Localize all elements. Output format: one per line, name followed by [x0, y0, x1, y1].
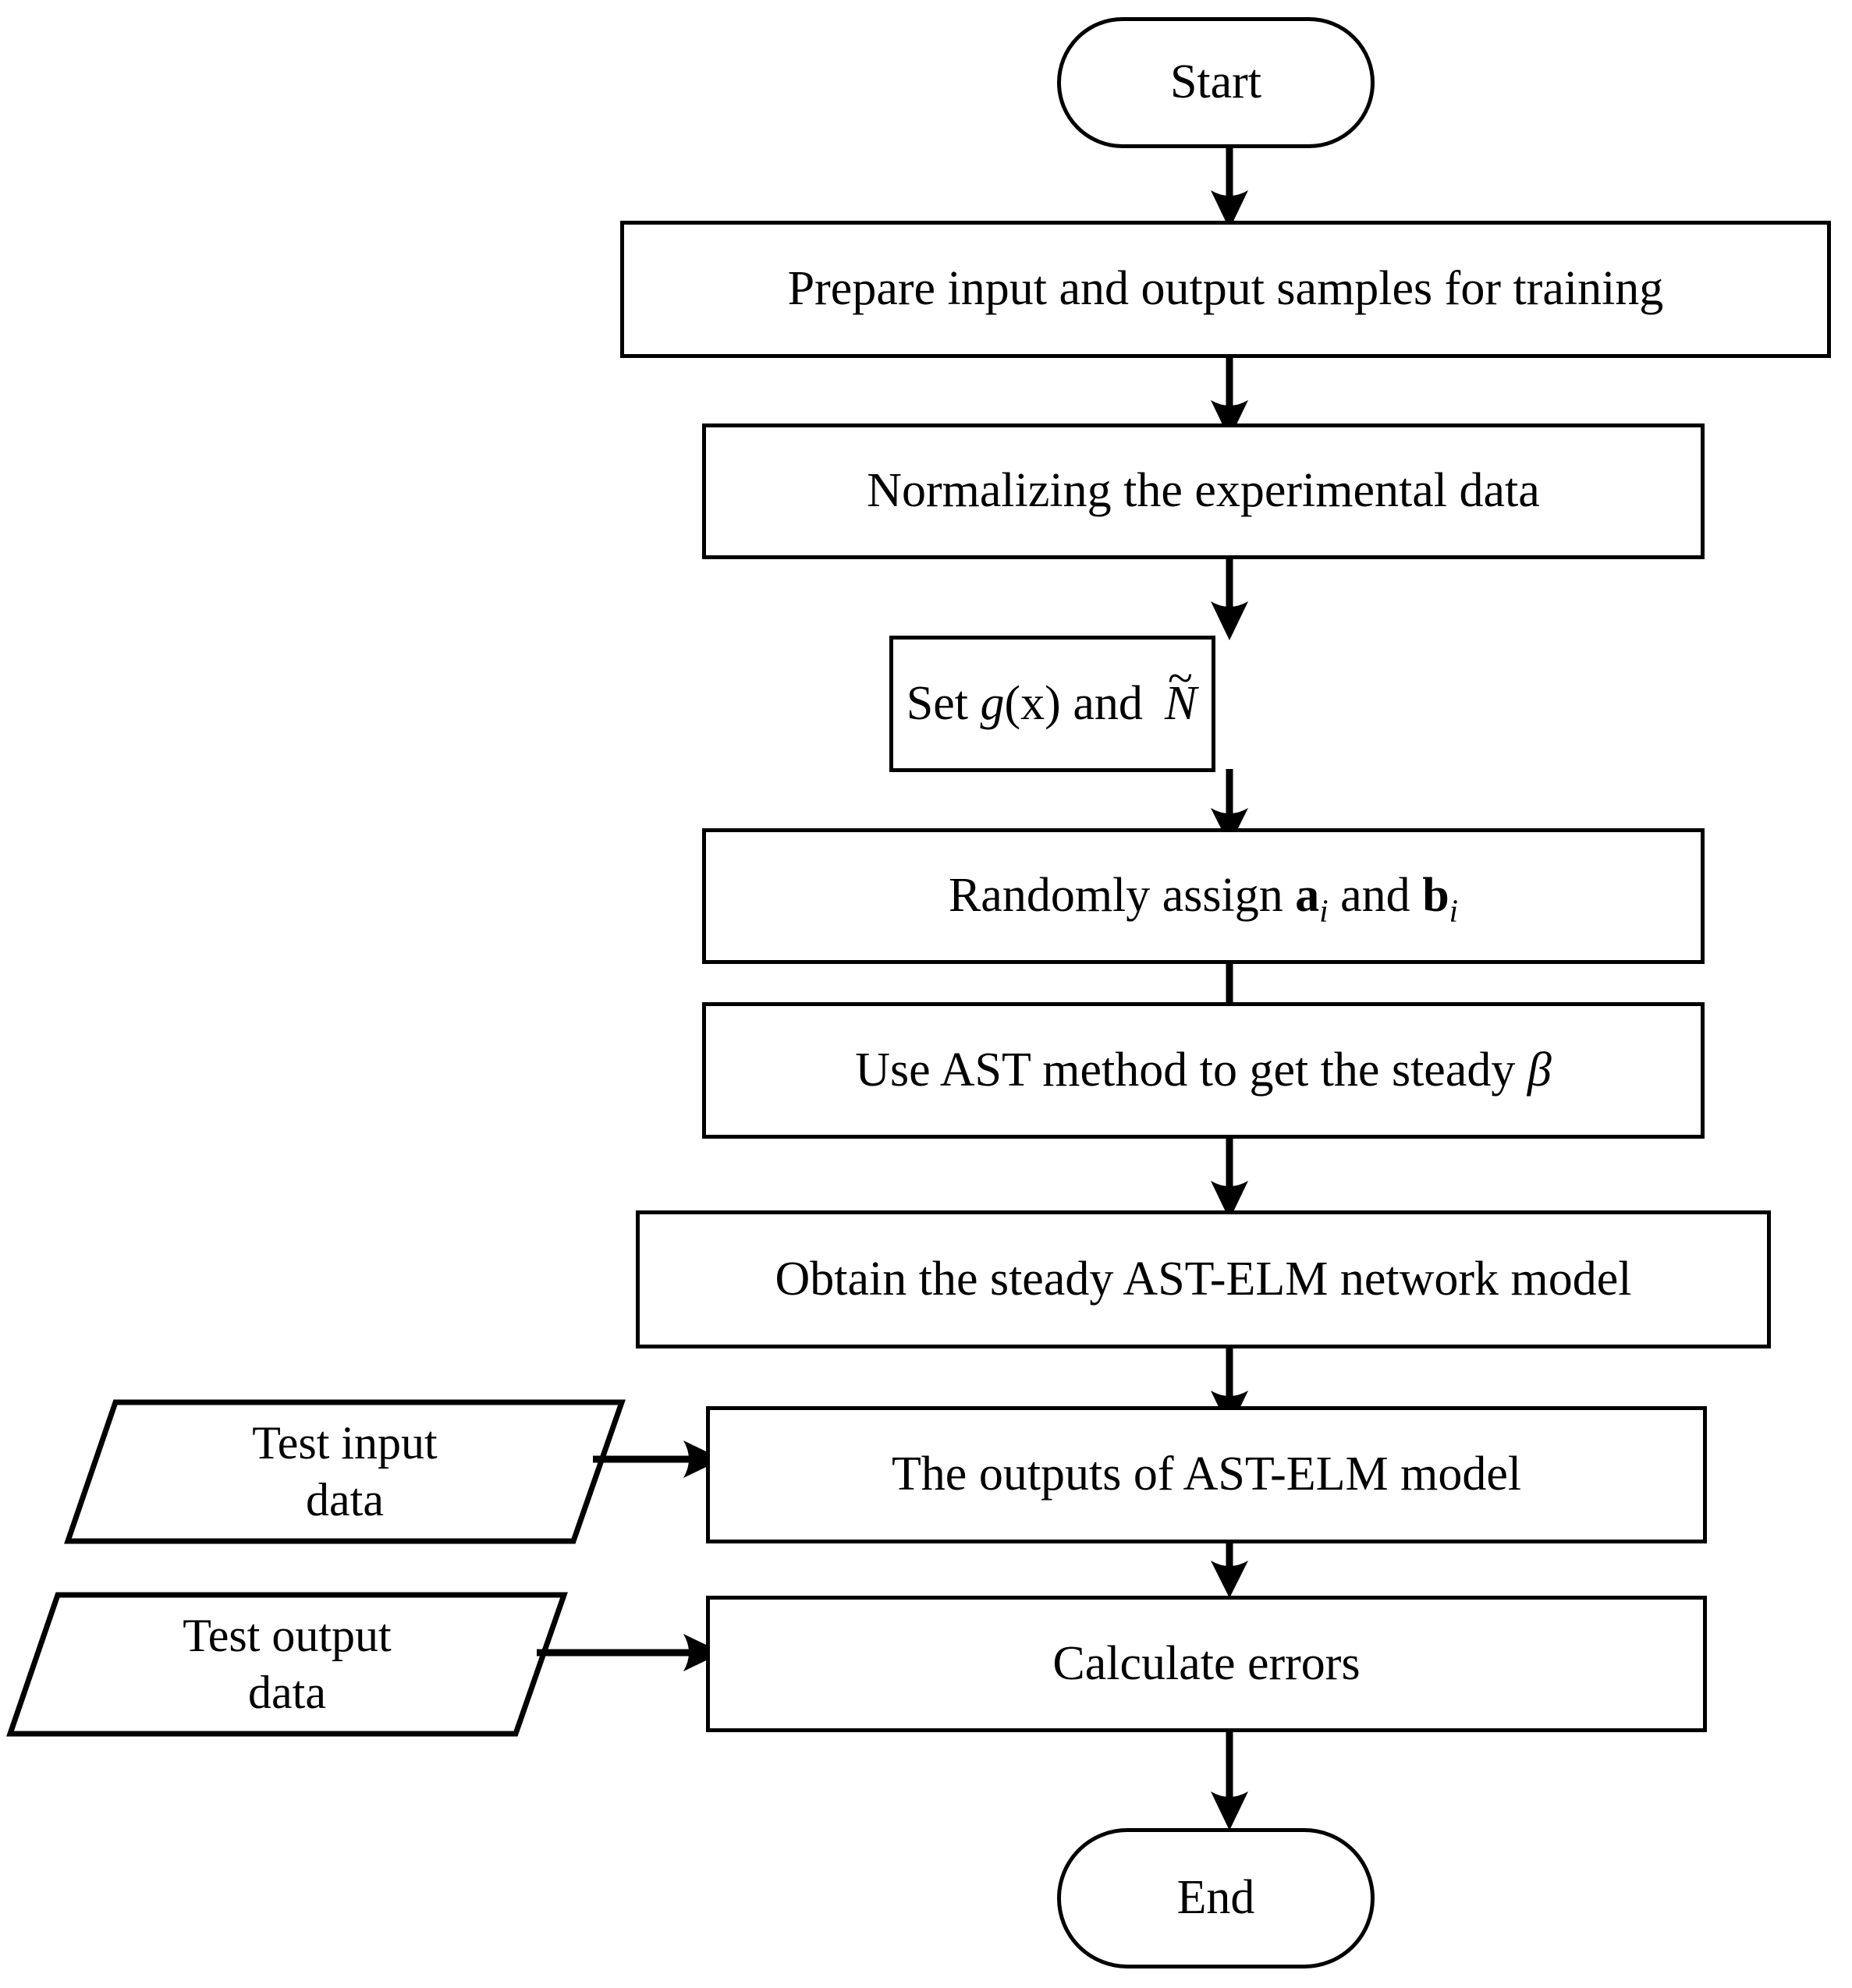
connector-prepare-to-normalize [1211, 355, 1248, 439]
vector-b: b [1422, 869, 1449, 923]
node-obtain-steady-model[interactable]: Obtain the steady AST-ELM network model [636, 1210, 1771, 1348]
parallelogram-shape-output [6, 1592, 568, 1737]
connector-start-to-prepare [1211, 145, 1248, 229]
node-test-input-data-label: Test input data [252, 1416, 438, 1526]
set-arg-x: (x) and [1004, 676, 1143, 730]
node-calculate-errors[interactable]: Calculate errors [706, 1596, 1707, 1732]
assign-prefix: Randomly assign [948, 869, 1296, 923]
connector-test-input-to-outputs [593, 1441, 722, 1478]
node-set-activation-and-hidden-nodes[interactable]: Set g(x) and ~N [889, 636, 1215, 772]
node-test-output-data[interactable]: Test output data [6, 1591, 568, 1738]
node-randomly-assign-weights[interactable]: Randomly assign ai and bi [702, 828, 1705, 964]
node-randomly-assign-label: Randomly assign ai and bi [948, 869, 1458, 927]
node-obtain-steady-model-label: Obtain the steady AST-ELM network model [775, 1252, 1632, 1306]
node-set-activation-label: Set g(x) and ~N [906, 653, 1198, 731]
vector-a-subscript: i [1319, 893, 1329, 929]
connector-set-params-to-assign [1211, 769, 1248, 845]
parallelogram-shape-input [64, 1399, 626, 1544]
node-outputs-of-model-label: The outputs of AST-ELM model [891, 1448, 1522, 1501]
connector-test-output-to-calc-errors [537, 1634, 722, 1671]
connector-outputs-to-calc-errors [1211, 1540, 1248, 1598]
set-prefix: Set [906, 676, 981, 730]
assign-conjunction: and [1328, 869, 1423, 923]
node-use-ast-method[interactable]: Use AST method to get the steady β [702, 1002, 1705, 1139]
set-hidden-node-count: ~N [1163, 653, 1198, 731]
node-calculate-errors-label: Calculate errors [1052, 1636, 1361, 1690]
vector-a: a [1295, 869, 1320, 923]
node-use-ast-method-label: Use AST method to get the steady β [855, 1044, 1551, 1097]
variable-n: N [1164, 676, 1197, 730]
connector-ast-to-obtain-model [1211, 1136, 1248, 1220]
connector-normalize-to-set-params [1211, 556, 1248, 640]
node-outputs-of-model[interactable]: The outputs of AST-ELM model [706, 1406, 1707, 1543]
node-test-input-data[interactable]: Test input data [64, 1398, 626, 1545]
node-normalize-data[interactable]: Normalizing the experimental data [702, 423, 1705, 559]
vector-b-subscript: i [1449, 893, 1459, 929]
set-function-g: g [980, 676, 1005, 730]
node-normalize-data-label: Normalizing the experimental data [867, 464, 1540, 518]
node-prepare-samples[interactable]: Prepare input and output samples for tra… [620, 221, 1831, 358]
node-test-output-data-label: Test output data [183, 1609, 392, 1718]
node-end[interactable]: End [1057, 1828, 1375, 1969]
node-prepare-samples-label: Prepare input and output samples for tra… [787, 262, 1664, 316]
tilde-accent: ~ [1167, 653, 1193, 704]
node-start-label: Start [1169, 55, 1262, 109]
node-start[interactable]: Start [1057, 17, 1375, 148]
connector-calc-errors-to-end [1211, 1729, 1248, 1830]
ast-prefix: Use AST method to get the steady [855, 1043, 1527, 1097]
beta-symbol: β [1527, 1043, 1552, 1097]
node-end-label: End [1176, 1871, 1255, 1925]
